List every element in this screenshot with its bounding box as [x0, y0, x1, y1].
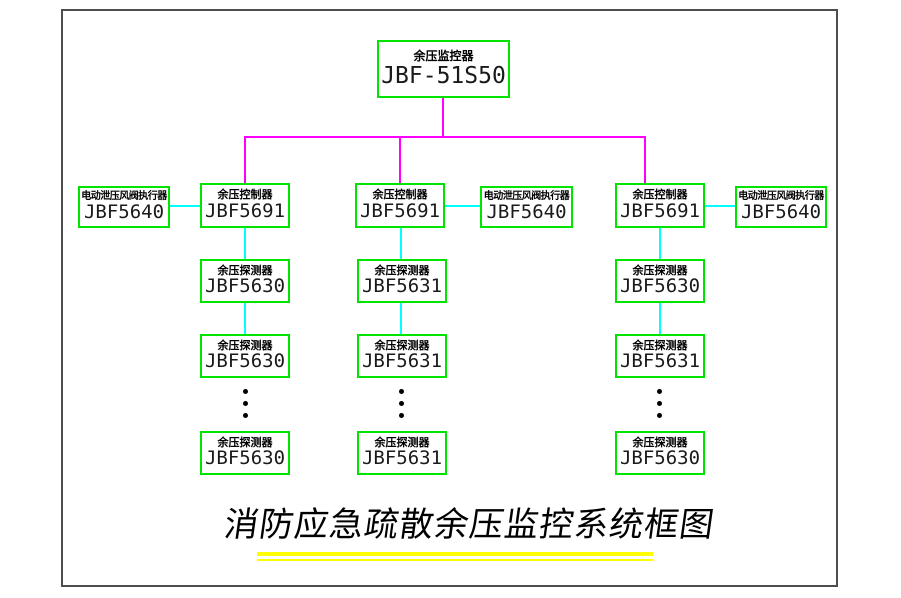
title-underline-thick — [257, 552, 653, 556]
controller-box-middle: 余压控制器 JBF5691 — [355, 183, 445, 228]
monitor-box: 余压监控器 JBF-51S50 — [377, 40, 510, 98]
detector-model: JBF5631 — [619, 350, 701, 373]
branch-line-actuator-left — [170, 205, 200, 207]
detector-box: 余压探测器 JBF5631 — [357, 431, 447, 475]
actuator-model: JBF5640 — [486, 200, 567, 223]
detector-box: 余压探测器 JBF5630 — [200, 431, 290, 475]
detector-label: 余压探测器 — [374, 339, 430, 352]
actuator-box-right: 电动泄压风阀执行器 JBF5640 — [735, 186, 827, 228]
actuator-label: 电动泄压风阀执行器 — [483, 191, 570, 203]
detector-model: JBF5630 — [619, 275, 701, 298]
bus-line-horizontal — [244, 136, 646, 138]
controller-model: JBF5691 — [619, 199, 701, 222]
bus-line-drop-left — [244, 137, 246, 184]
vertical-ellipsis-icon — [243, 389, 248, 418]
detector-box: 余压探测器 JBF5631 — [357, 334, 447, 378]
branch-line-left-1 — [244, 228, 246, 259]
actuator-label: 电动泄压风阀执行器 — [81, 191, 167, 203]
detector-box: 余压探测器 JBF5631 — [615, 334, 705, 378]
branch-line-actuator-right — [705, 205, 735, 207]
diagram-title: 消防应急疏散余压监控系统框图 — [221, 506, 718, 544]
detector-label: 余压探测器 — [632, 436, 688, 449]
vertical-ellipsis-icon — [399, 389, 404, 418]
detector-model: JBF5630 — [204, 275, 286, 298]
detector-label: 余压探测器 — [632, 339, 688, 352]
controller-model: JBF5691 — [359, 199, 441, 222]
branch-line-middle-1 — [400, 228, 402, 259]
detector-model: JBF5630 — [619, 447, 701, 470]
actuator-model: JBF5640 — [83, 200, 165, 223]
controller-label: 余压控制器 — [217, 189, 273, 202]
title-underline-thin — [257, 559, 653, 561]
detector-model: JBF5631 — [361, 275, 443, 298]
controller-label: 余压控制器 — [372, 189, 428, 202]
controller-label: 余压控制器 — [632, 189, 688, 202]
drawing-border — [61, 9, 838, 587]
controller-model: JBF5691 — [204, 199, 286, 222]
detector-model: JBF5631 — [361, 447, 443, 470]
branch-line-left-2 — [244, 303, 246, 334]
bus-line-drop-middle — [399, 137, 401, 184]
detector-label: 余压探测器 — [632, 264, 688, 277]
actuator-box-middle: 电动泄压风阀执行器 JBF5640 — [480, 186, 573, 228]
actuator-model: JBF5640 — [740, 200, 822, 223]
detector-label: 余压探测器 — [217, 436, 273, 449]
monitor-model: JBF-51S50 — [381, 62, 506, 89]
bus-line-monitor-drop — [442, 98, 444, 137]
controller-box-right: 余压控制器 JBF5691 — [615, 183, 705, 228]
detector-model: JBF5630 — [204, 350, 286, 373]
detector-box: 余压探测器 JBF5630 — [200, 334, 290, 378]
detector-label: 余压探测器 — [374, 264, 430, 277]
monitor-label: 余压监控器 — [413, 49, 474, 64]
actuator-box-left: 电动泄压风阀执行器 JBF5640 — [78, 186, 170, 228]
detector-model: JBF5630 — [204, 447, 286, 470]
detector-box: 余压探测器 JBF5630 — [615, 431, 705, 475]
detector-box: 余压探测器 JBF5630 — [200, 259, 290, 303]
detector-box: 余压探测器 JBF5631 — [357, 259, 447, 303]
branch-line-right-1 — [659, 228, 661, 259]
vertical-ellipsis-icon — [657, 389, 662, 418]
controller-box-left: 余压控制器 JBF5691 — [200, 183, 290, 228]
detector-label: 余压探测器 — [374, 436, 430, 449]
detector-label: 余压探测器 — [217, 264, 273, 277]
branch-line-actuator-middle — [445, 205, 480, 207]
branch-line-right-2 — [659, 303, 661, 334]
detector-box: 余压探测器 JBF5630 — [615, 259, 705, 303]
actuator-label: 电动泄压风阀执行器 — [738, 191, 824, 203]
detector-model: JBF5631 — [361, 350, 443, 373]
detector-label: 余压探测器 — [217, 339, 273, 352]
bus-line-drop-right — [644, 137, 646, 184]
branch-line-middle-2 — [400, 303, 402, 334]
